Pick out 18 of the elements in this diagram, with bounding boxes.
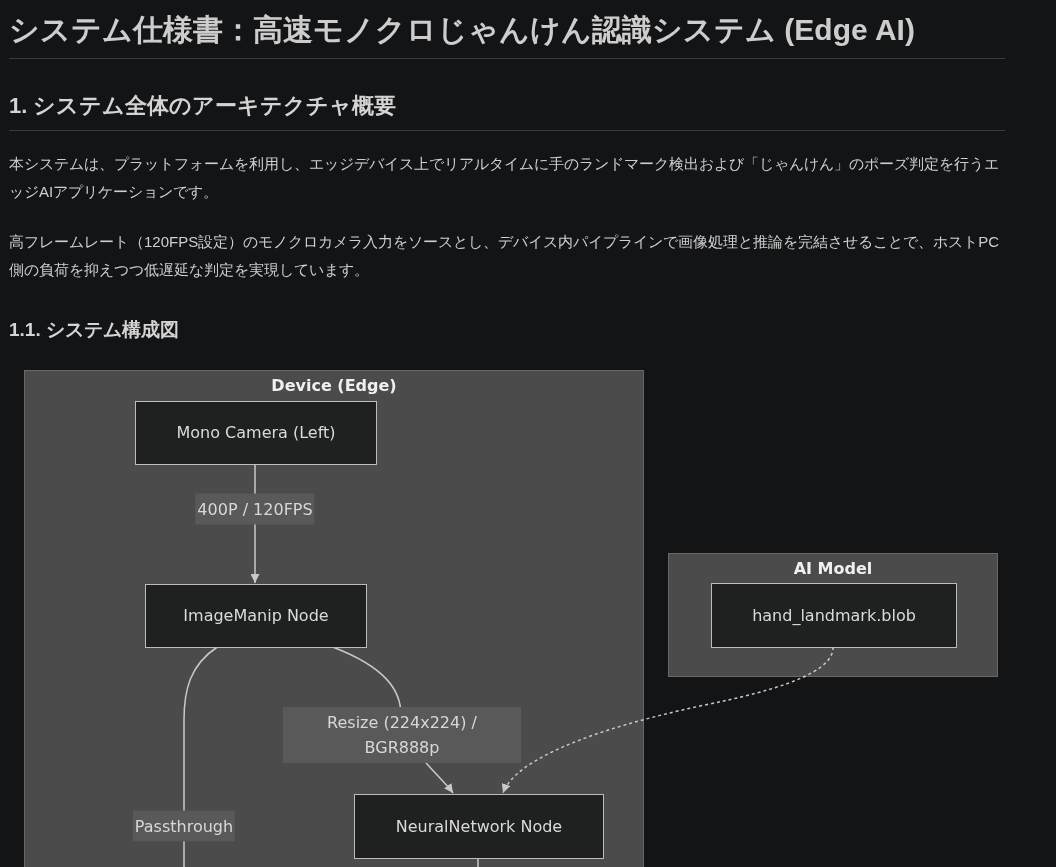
subsection-heading: 1.1. システム構成図 [9, 318, 179, 342]
process-box: Mono Camera (Left) [135, 401, 377, 465]
process-box: ImageManip Node [145, 584, 367, 648]
process-box: hand_landmark.blob [711, 583, 957, 648]
subgraph-title: Device (Edge) [271, 376, 397, 396]
edge-label: Resize (224x224) / BGR888p [283, 707, 521, 763]
subgraph-title: AI Model [793, 559, 873, 579]
edge-label: Passthrough [132, 810, 236, 842]
connector-line [477, 857, 479, 867]
subgraph-panel [24, 370, 644, 867]
page-title: システム仕様書：高速モノクロじゃんけん認識システム (Edge AI) [9, 12, 915, 48]
subgraph-panel [668, 553, 998, 677]
process-box: NeuralNetwork Node [354, 794, 604, 859]
paragraph: 高フレームレート（120FPS設定）のモノクロカメラ入力をソースとし、デバイス内パイプラインで画像処理と推論を完結させることで、ホストPC側の負荷を抑えつつ低遅延な判定を実現しています。 [9, 232, 1001, 280]
section-heading: 1. システム全体のアーキテクチャ概要 [9, 92, 397, 120]
edge-label: 400P / 120FPS [195, 493, 315, 525]
paragraph: 本システムは、プラットフォームを利用し、エッジデバイス上でリアルタイムに手のランドマーク検出および「じゃんけん」のポーズ判定を行うエッジAIアプリケーションです。 [9, 154, 1000, 202]
arrow [502, 646, 834, 794]
